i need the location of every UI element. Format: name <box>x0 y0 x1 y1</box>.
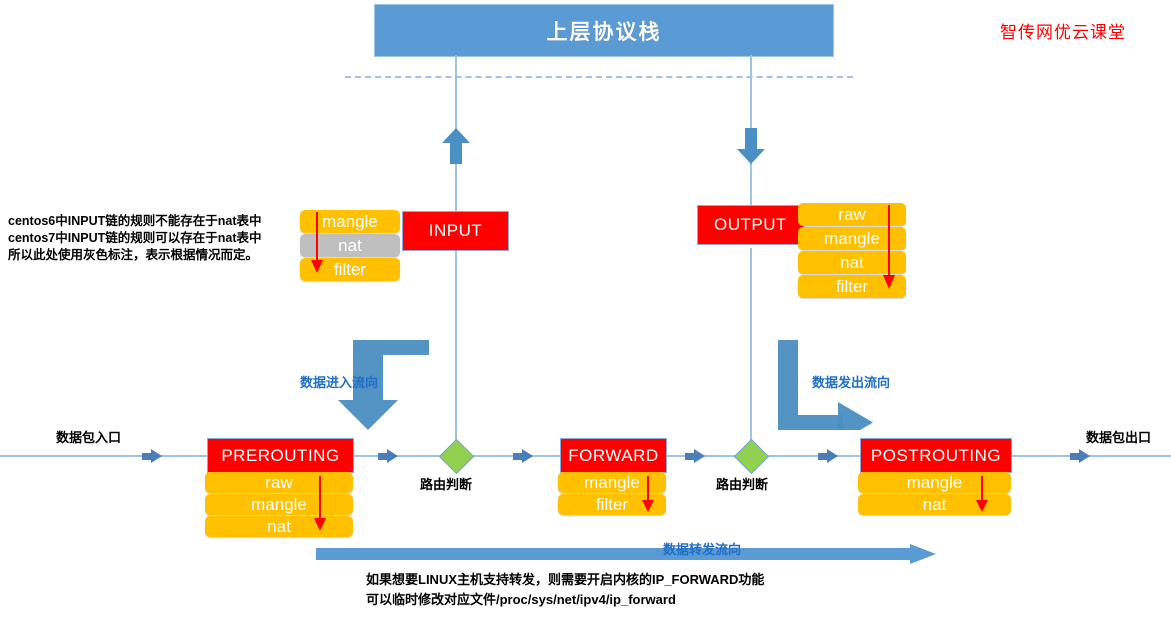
watermark: 智传网优云课堂 <box>1000 23 1126 42</box>
ip-forward-note: 如果想要LINUX主机支持转发，则需要开启内核的IP_FORWARD功能 可以临… <box>366 570 764 610</box>
table-stack-prerouting: raw mangle nat <box>205 472 353 537</box>
outgoing-flow-elbow-arrow-icon <box>778 340 873 430</box>
table-order-arrow-output-icon <box>883 205 895 289</box>
table-label-input-nat: nat <box>338 236 362 255</box>
table-order-arrow-postrouting-icon <box>976 476 988 512</box>
chain-label-prerouting: PREROUTING <box>221 445 340 465</box>
input-nat-note-line-3: 所以此处使用灰色标注，表示根据情况而定。 <box>8 248 259 262</box>
connector-line-stack-to-input-upper <box>455 55 457 133</box>
table-pill-input-nat[interactable]: nat <box>300 234 400 257</box>
chain-box-forward[interactable]: FORWARD <box>560 438 667 473</box>
incoming-flow-elbow-arrow-icon <box>338 340 429 430</box>
routing-decision-label-2: 路由判断 <box>716 477 769 492</box>
upper-protocol-stack-box: 上层协议栈 <box>374 4 834 57</box>
chain-box-postrouting[interactable]: POSTROUTING <box>860 438 1012 473</box>
chain-box-output[interactable]: OUTPUT <box>697 205 804 245</box>
table-label-prerouting-nat: nat <box>267 517 291 536</box>
table-stack-input: mangle nat filter <box>300 210 400 281</box>
down-arrow-from-protocol-stack-icon <box>737 128 765 164</box>
chain-label-input: INPUT <box>428 221 483 240</box>
chain-label-forward: FORWARD <box>568 445 659 465</box>
table-label-input-filter: filter <box>333 260 367 279</box>
table-label-output-mangle: mangle <box>824 229 880 248</box>
connector-line-input-to-routing-1 <box>455 248 457 444</box>
chain-label-postrouting: POSTROUTING <box>870 445 1002 465</box>
packet-in-label: 数据包入口 <box>56 430 122 445</box>
table-stack-output: raw mangle nat filter <box>798 203 906 298</box>
table-label-output-filter: filter <box>835 277 869 296</box>
chain-label-output: OUTPUT <box>714 215 787 234</box>
routing-decision-diamond-1 <box>438 438 475 475</box>
flow-marker-prerouting-to-routing1 <box>378 449 398 463</box>
table-pill-forward-filter[interactable]: filter <box>558 494 666 515</box>
table-pill-output-nat[interactable]: nat <box>798 251 906 274</box>
table-stack-forward: mangle filter <box>558 472 666 515</box>
table-pill-output-mangle[interactable]: mangle <box>798 227 906 250</box>
connector-line-output-to-routing-2 <box>750 248 752 444</box>
flow-marker-forward-to-routing2 <box>685 449 705 463</box>
table-pill-input-filter[interactable]: filter <box>300 258 400 281</box>
ip-forward-note-line-1: 如果想要LINUX主机支持转发，则需要开启内核的IP_FORWARD功能 <box>366 572 765 587</box>
upper-protocol-stack-label: 上层协议栈 <box>546 20 662 44</box>
chain-box-input[interactable]: INPUT <box>402 211 509 251</box>
kernel-boundary-divider <box>345 76 853 78</box>
table-pill-postrouting-mangle[interactable]: mangle <box>858 472 1011 493</box>
table-order-arrow-forward-icon <box>642 476 654 512</box>
table-label-forward-mangle: mangle <box>584 473 640 492</box>
table-label-forward-filter: filter <box>595 495 629 514</box>
table-order-arrow-prerouting-icon <box>314 476 326 531</box>
connector-line-output-arrow-to-chain <box>750 160 752 212</box>
table-order-arrow-input-icon <box>311 212 323 273</box>
flow-marker-routing2-to-postrouting <box>818 449 838 463</box>
table-label-postrouting-mangle: mangle <box>906 473 963 492</box>
table-pill-forward-mangle[interactable]: mangle <box>558 472 666 493</box>
table-pill-prerouting-raw[interactable]: raw <box>205 472 353 493</box>
incoming-flow-label: 数据进入流向 <box>300 375 379 390</box>
chain-box-prerouting[interactable]: PREROUTING <box>207 438 354 473</box>
ip-forward-note-line-2: 可以临时修改对应文件/proc/sys/net/ipv4/ip_forward <box>366 592 676 607</box>
connector-line-stack-to-output-upper <box>750 55 752 133</box>
input-nat-note-line-2: centos7中INPUT链的规则可以存在于nat表中 <box>8 231 262 245</box>
table-pill-input-mangle[interactable]: mangle <box>300 210 400 233</box>
flow-marker-routing1-to-forward <box>513 449 533 463</box>
input-nat-note: centos6中INPUT链的规则不能存在于nat表中 centos7中INPU… <box>8 213 262 264</box>
up-arrow-to-protocol-stack-icon <box>442 128 470 164</box>
table-label-postrouting-nat: nat <box>922 495 947 514</box>
table-pill-output-raw[interactable]: raw <box>798 203 906 226</box>
table-pill-prerouting-nat[interactable]: nat <box>205 516 353 537</box>
packet-out-label: 数据包出口 <box>1086 430 1152 445</box>
table-pill-prerouting-mangle[interactable]: mangle <box>205 494 353 515</box>
forwarding-flow-arrow-icon <box>316 544 936 564</box>
input-nat-note-line-1: centos6中INPUT链的规则不能存在于nat表中 <box>8 214 262 228</box>
table-pill-output-filter[interactable]: filter <box>798 275 906 298</box>
table-label-output-nat: nat <box>840 253 864 272</box>
routing-decision-label-1: 路由判断 <box>420 477 473 492</box>
routing-decision-diamond-2 <box>733 438 770 475</box>
table-label-output-raw: raw <box>838 205 866 224</box>
table-label-prerouting-mangle: mangle <box>251 495 307 514</box>
outgoing-flow-label: 数据发出流向 <box>812 375 891 390</box>
forwarding-flow-label: 数据转发流向 <box>663 542 742 557</box>
flow-marker-ingress <box>142 449 162 463</box>
table-label-input-mangle: mangle <box>322 212 378 231</box>
table-label-prerouting-raw: raw <box>265 473 293 492</box>
flow-marker-egress <box>1070 449 1090 463</box>
table-stack-postrouting: mangle nat <box>858 472 1011 515</box>
connector-line-input-arrow-to-chain <box>455 160 457 212</box>
table-pill-postrouting-nat[interactable]: nat <box>858 494 1011 515</box>
